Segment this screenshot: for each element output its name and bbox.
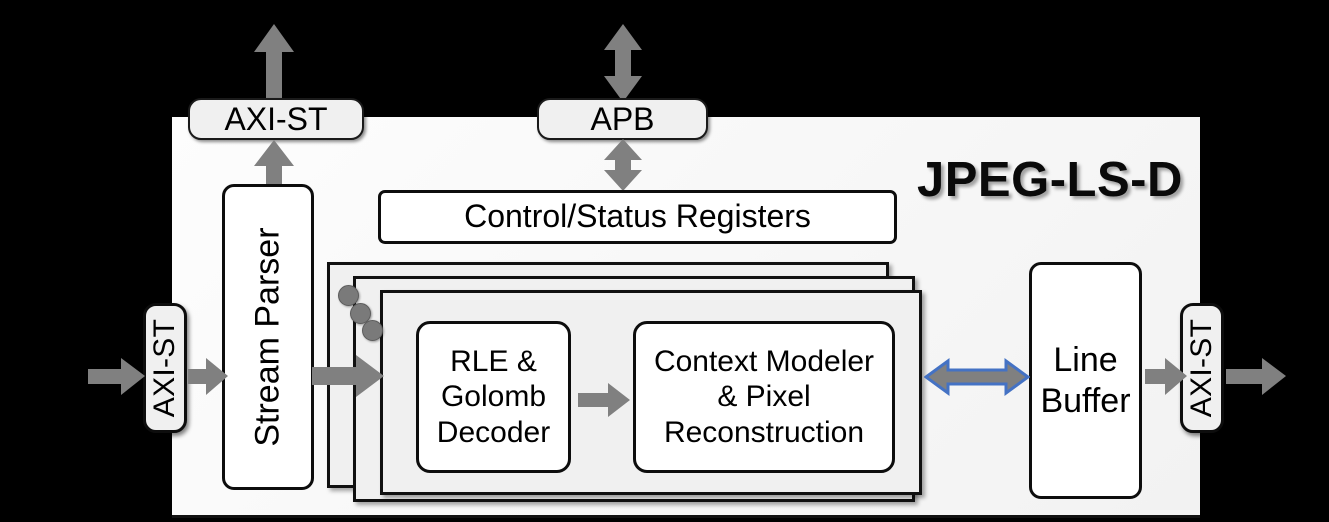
- arrow-right-icon: [88, 358, 145, 395]
- modeler-line-2: & Pixel: [717, 380, 811, 414]
- decoder-line-3: Decoder: [436, 415, 551, 449]
- port-axi-st-top[interactable]: AXI-ST: [188, 98, 364, 140]
- arrow-up-icon: [254, 24, 294, 102]
- arrow-right-icon: [578, 383, 630, 417]
- modeler-line-1: Context Modeler: [653, 344, 875, 378]
- block-context-modeler-pixel-reconstruction[interactable]: Context Modeler & Pixel Reconstruction: [633, 321, 895, 473]
- decoder-line-1: RLE &: [450, 344, 537, 378]
- block-stream-parser[interactable]: Stream Parser: [222, 184, 314, 490]
- block-control-status-registers[interactable]: Control/Status Registers: [378, 190, 897, 244]
- port-axi-st-input[interactable]: AXI-ST: [143, 303, 187, 433]
- block-control-status-registers-label: Control/Status Registers: [464, 198, 811, 235]
- arrow-right-icon: [1226, 358, 1286, 395]
- modeler-line-3: Reconstruction: [663, 415, 865, 449]
- line-buffer-line-2: Buffer: [1040, 381, 1131, 420]
- port-axi-st-input-label: AXI-ST: [148, 318, 182, 418]
- page-title: JPEG-LS-D: [917, 153, 1183, 207]
- arrow-up-icon: [254, 140, 294, 190]
- arrow-up-down-icon: [604, 24, 642, 102]
- block-rle-golomb-decoder[interactable]: RLE & Golomb Decoder: [416, 321, 571, 473]
- block-stream-parser-label: Stream Parser: [248, 227, 287, 447]
- arrow-right-icon: [312, 355, 384, 397]
- line-buffer-line-1: Line: [1053, 341, 1118, 380]
- pipeline-panel-front[interactable]: RLE & Golomb Decoder Context Modeler & P…: [380, 290, 922, 495]
- arrow-right-icon: [1145, 358, 1187, 395]
- port-apb-top-label: APB: [590, 100, 655, 137]
- port-axi-st-output-label: AXI-ST: [1185, 318, 1219, 418]
- port-apb-top[interactable]: APB: [537, 98, 708, 140]
- decoder-line-2: Golomb: [440, 380, 547, 414]
- port-axi-st-output[interactable]: AXI-ST: [1180, 303, 1224, 433]
- port-axi-st-top-label: AXI-ST: [224, 100, 328, 137]
- arrow-right-icon: [188, 358, 228, 395]
- arrow-up-down-icon: [604, 139, 642, 191]
- block-line-buffer[interactable]: Line Buffer: [1029, 262, 1142, 499]
- arrow-left-right-icon: [924, 358, 1030, 396]
